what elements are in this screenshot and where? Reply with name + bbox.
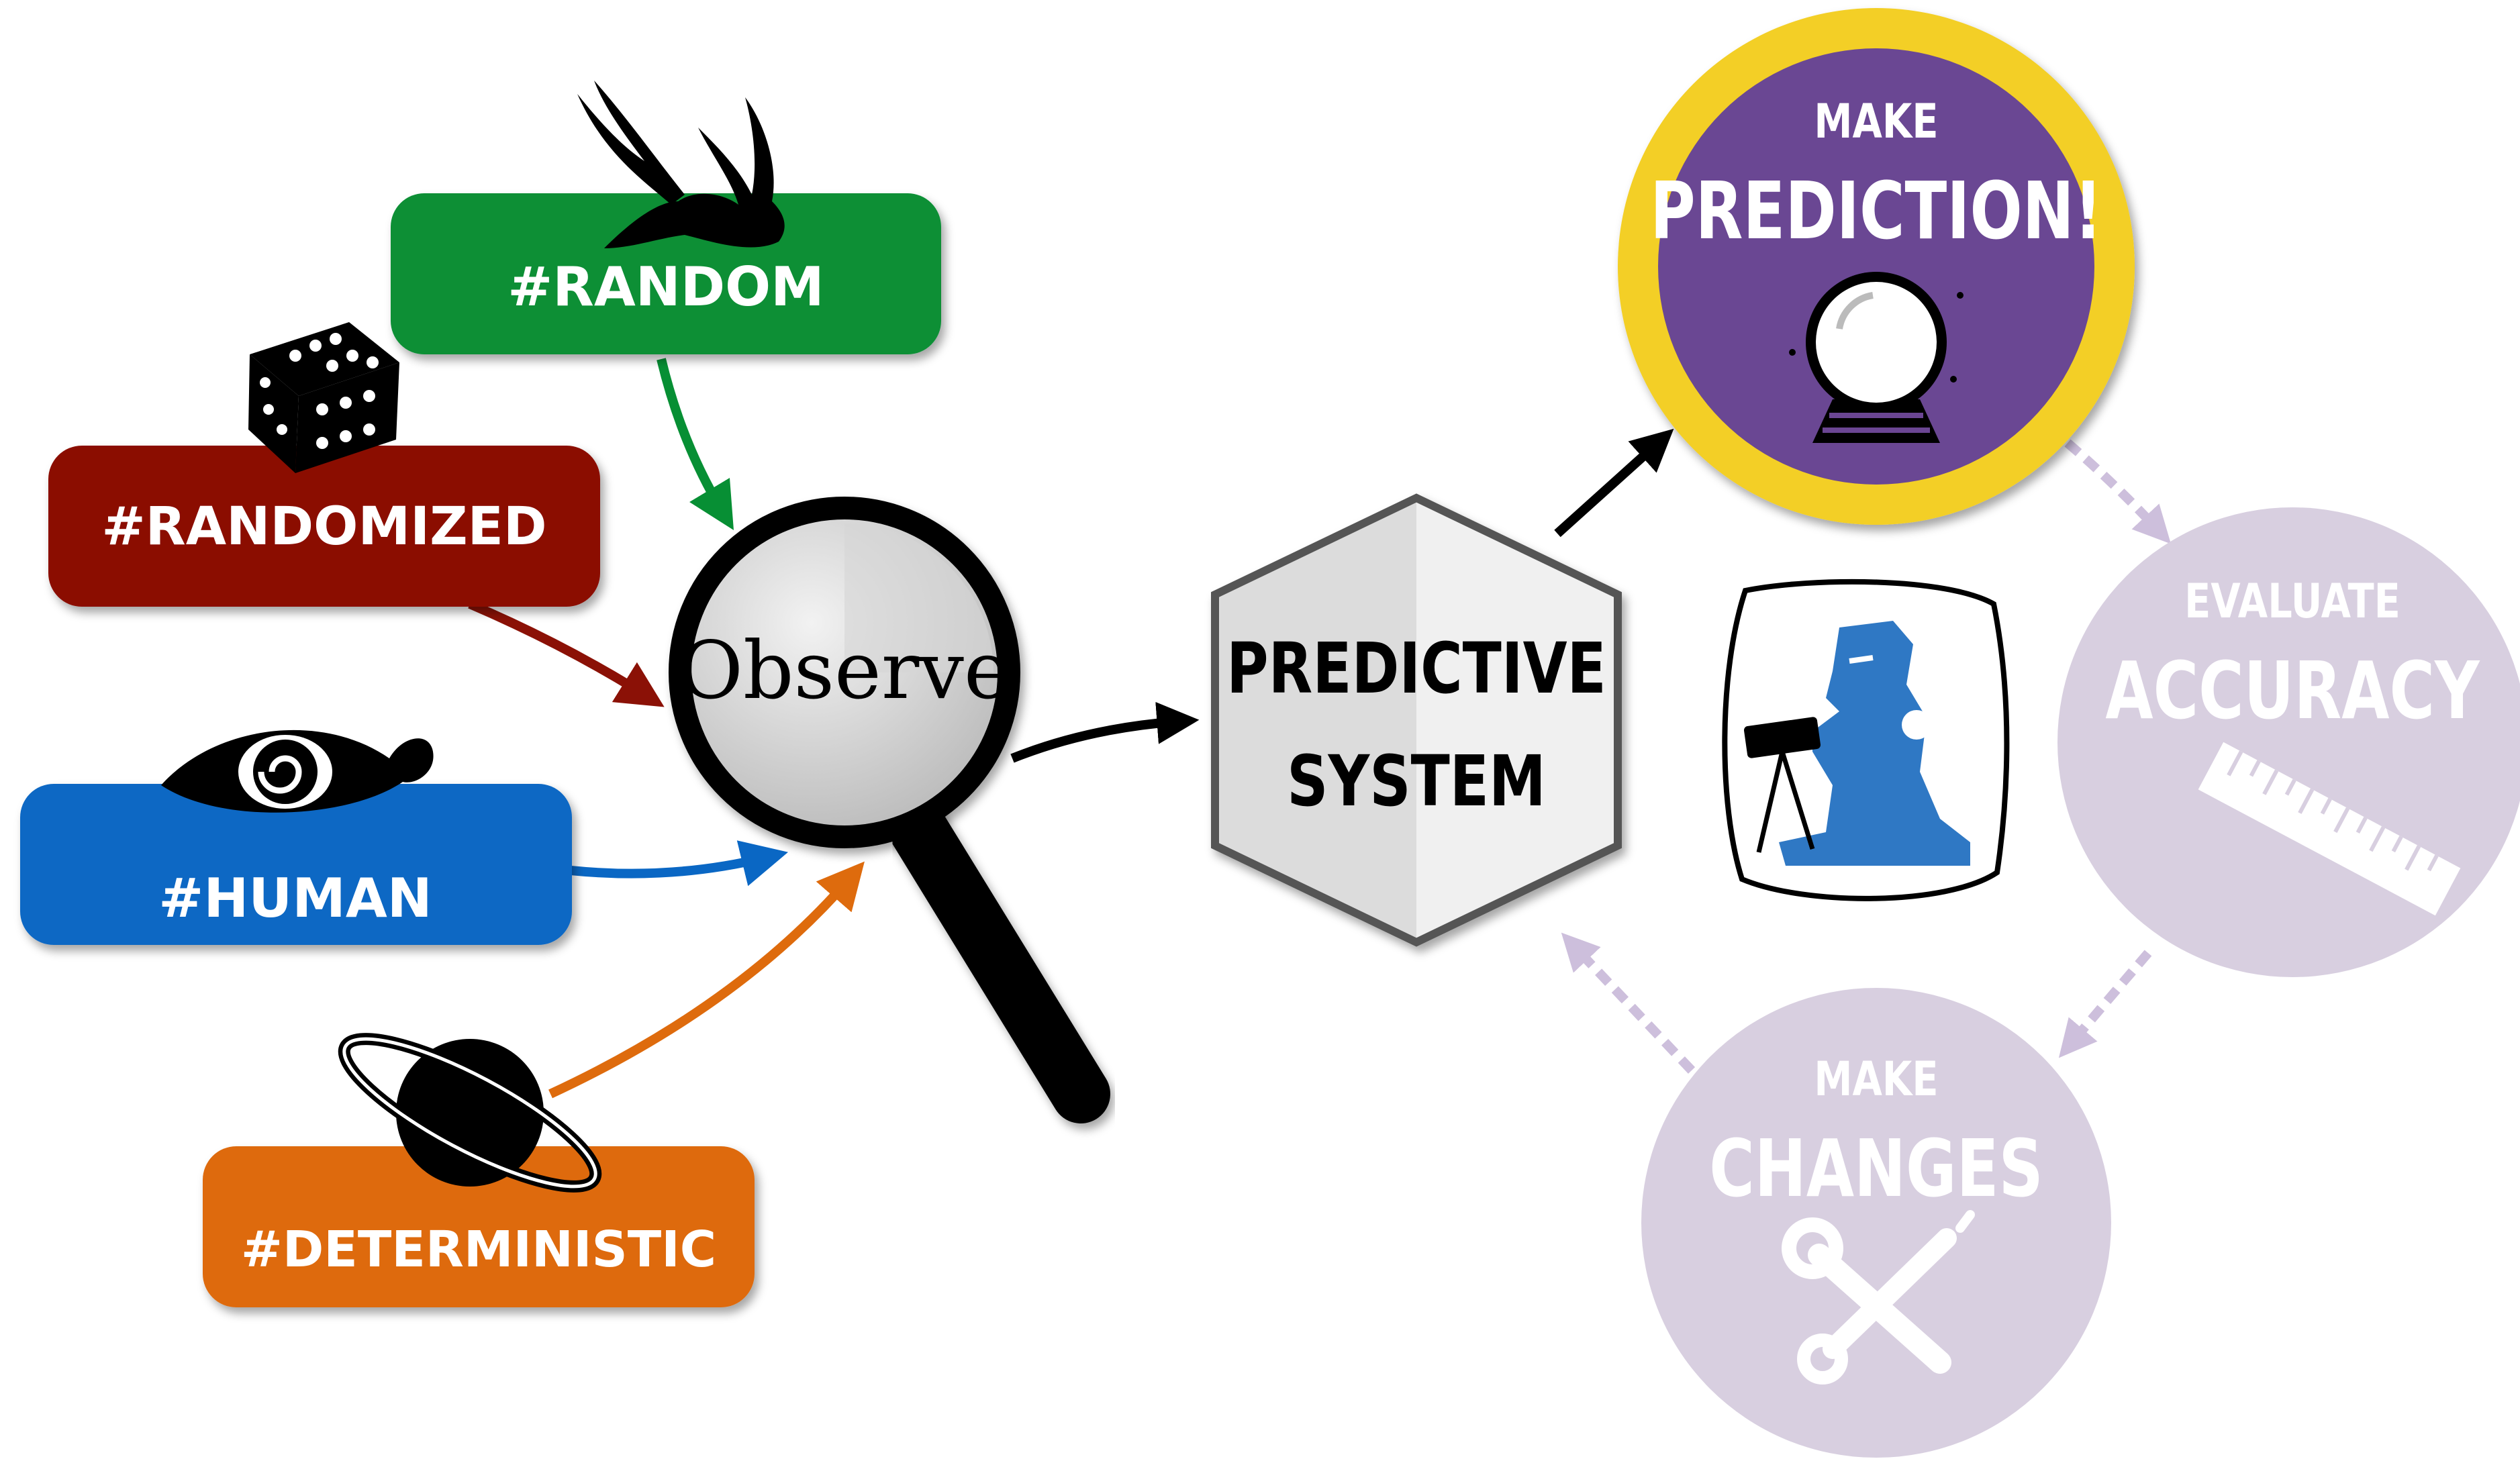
system-line1: PREDICTIVE [1226,629,1606,709]
arrow-randomized [468,599,665,707]
prediction-main-label: PREDICTION! [1650,165,2102,257]
crystal-ball-icon [1789,272,1964,443]
cycle-arrows [1561,439,2172,1074]
changes-top-label: MAKE [1814,1053,1938,1107]
tag-randomized [48,446,600,607]
planet-icon [338,1033,602,1193]
arrow-observe-to-system [1010,701,1200,763]
dice-icon [248,322,399,473]
tag-human-label: #HUMAN [158,867,432,929]
tools-icon [1782,1210,1975,1385]
prediction-top-label: MAKE [1814,95,1938,150]
arrow-prediction-to-accuracy [2064,439,2172,544]
arrow-deterministic [548,861,865,1099]
tag-deterministic-label: #DETERMINISTIC [241,1221,716,1278]
tag-human [20,784,572,945]
arrow-human [570,840,789,887]
arrow-system-to-prediction [1554,428,1674,538]
tag-random [391,193,941,354]
tag-random-label: #RANDOM [507,256,824,318]
predictive-system-hexagon [1211,493,1622,947]
eye-icon [161,730,434,813]
bird-icon [577,81,785,248]
changes-main-label: CHANGES [1709,1123,2043,1215]
ruler-icon [2198,742,2461,916]
observe-label: Observe [678,624,1011,717]
arrow-changes-to-system [1561,932,1696,1074]
changes-circle [1641,988,2111,1458]
accuracy-main-label: ACCURACY [2105,645,2480,737]
observer-with-telescope-icon [1722,578,2010,901]
arrow-accuracy-to-changes [2058,950,2152,1058]
system-line2: SYSTEM [1287,742,1546,822]
arrow-random [657,358,734,531]
prediction-circle [1618,8,2135,525]
magnifier-icon [669,497,1110,1123]
tag-randomized-label: #RANDOMIZED [101,497,546,557]
tag-deterministic [203,1146,755,1307]
source-arrows [468,358,865,1099]
accuracy-top-label: EVALUATE [2184,575,2401,630]
